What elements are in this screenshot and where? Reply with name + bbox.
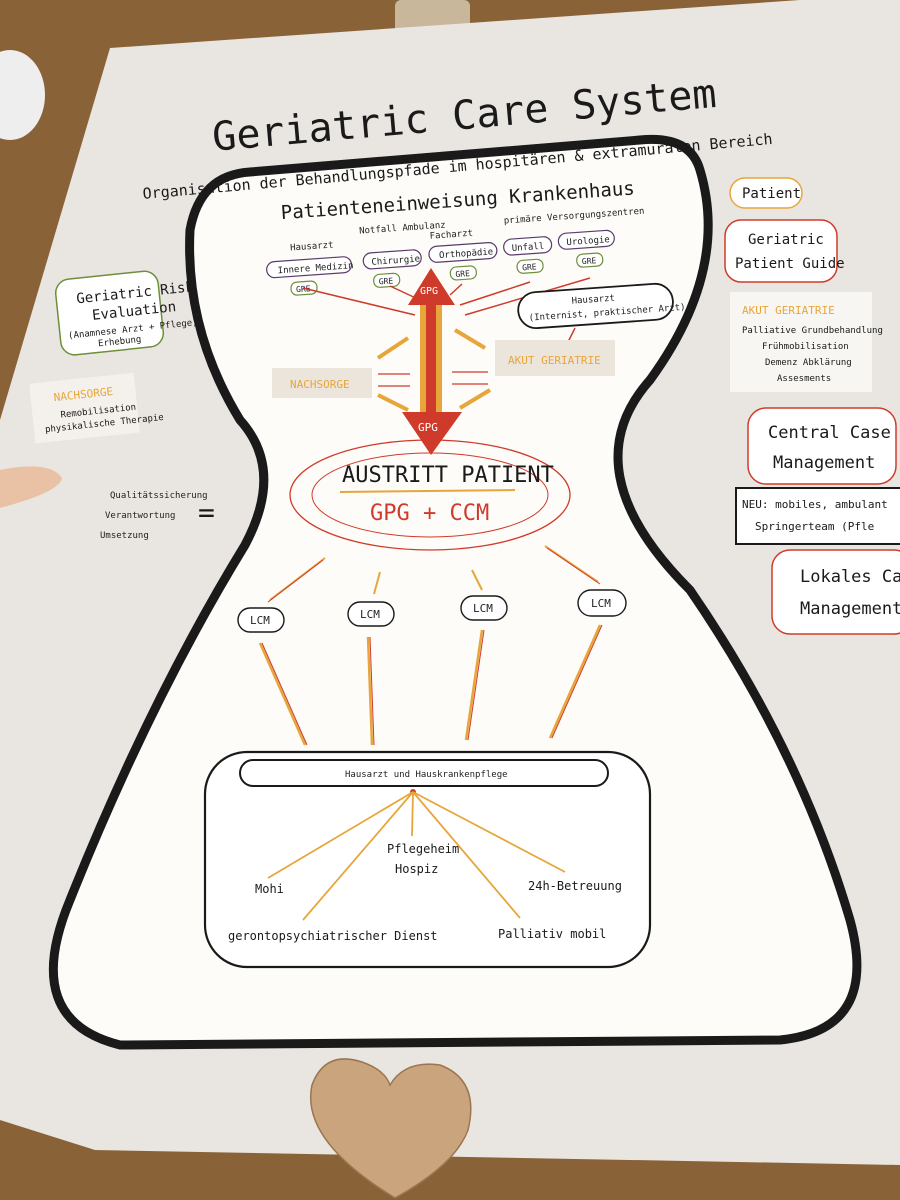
network-24h: 24h-Betreuung	[528, 879, 622, 893]
gpg-panel	[724, 219, 838, 283]
gpg-top-label: GPG	[420, 286, 438, 297]
gre-label-4: GRE	[522, 262, 537, 272]
gpg-double-arrow: GPG GPG	[402, 268, 462, 455]
akut-item-4: Assesments	[777, 374, 831, 384]
yellow-arrows	[376, 328, 492, 412]
neu-line-2: Springerteam (Pfle	[755, 520, 874, 533]
lcm-pills: LCM LCM LCM LCM	[237, 589, 627, 633]
quality-line-1: Qualitätssicherung	[110, 491, 208, 501]
network-gerontopsych: gerontopsychiatrischer Dienst	[228, 929, 438, 943]
exit-ellipse-inner	[311, 452, 549, 538]
lcm-panel	[771, 549, 900, 635]
dept-pill-unfall	[503, 236, 553, 256]
lcm-panel-line-1: Lokales Case	[800, 567, 900, 587]
network-arrows	[267, 791, 566, 921]
lcm-3: LCM	[473, 602, 493, 615]
ccm-line-1: Central Case	[768, 423, 891, 443]
dept-pill-orthopaedie	[428, 242, 498, 263]
hausarzt-box-title: Hausarzt	[571, 294, 615, 307]
gre-label-3: GRE	[455, 269, 470, 279]
exit-subtitle: GPG + CCM	[370, 501, 489, 526]
nachsorge-label: NACHSORGE	[290, 378, 350, 391]
nachsorge-panel-title: NACHSORGE	[53, 385, 114, 404]
exit-ellipse-outer	[289, 439, 571, 551]
saucer	[0, 50, 45, 140]
akut-geriatrie-label: AKUT GERIATRIE	[508, 354, 601, 367]
home-care-box	[203, 750, 652, 969]
lcm-1: LCM	[250, 614, 270, 627]
gre-panel-detail-2: Erhebung	[98, 335, 142, 349]
equals-sign: =	[198, 496, 215, 529]
gre-label-2: GRE	[378, 276, 393, 286]
small-red-arrows	[378, 371, 488, 387]
exit-title: AUSTRITT PATIENT	[342, 463, 554, 488]
quality-line-3: Umsetzung	[100, 531, 149, 541]
akut-item-2: Frühmobilisation	[762, 342, 849, 352]
ccm-line-2: Management	[773, 453, 875, 473]
quality-line-2: Verantwortung	[105, 511, 175, 521]
dept-chirurgie: Chirurgie	[371, 254, 420, 267]
network-hospiz: Hospiz	[395, 862, 438, 876]
gre-panel	[54, 270, 165, 356]
akut-item-3: Demenz Abklärung	[765, 358, 852, 368]
dept-pill-innere	[266, 256, 353, 279]
home-care-label: Hausarzt und Hauskrankenpflege	[345, 770, 508, 780]
patient-label: Patient	[742, 186, 801, 202]
lcm-long-arrows	[258, 624, 603, 746]
gpg-panel-line-1: Geriatric	[748, 232, 824, 248]
exit-underline	[339, 489, 516, 493]
akut-geriatrie-box	[495, 340, 615, 376]
nachsorge-box	[272, 368, 372, 398]
finger	[0, 466, 62, 508]
gre-label-5: GRE	[582, 256, 597, 266]
akut-item-1: Palliative Grundbehandlung	[742, 326, 883, 336]
dept-orthopaedie: Orthopädie	[439, 247, 494, 261]
network-pflegeheim: Pflegeheim	[387, 842, 459, 856]
dept-pill-urologie	[557, 229, 615, 250]
dept-pill-chirurgie	[362, 249, 422, 270]
source-facharzt: Facharzt	[429, 229, 473, 242]
akut-panel-title: AKUT GERIATRIE	[742, 304, 835, 317]
hausarzt-box	[517, 282, 674, 330]
network-mohi: Mohi	[255, 882, 284, 896]
gre-pills: GRE GRE GRE GRE GRE	[290, 252, 604, 296]
home-care-header	[239, 759, 609, 787]
exit-to-lcm-arrows	[267, 545, 601, 603]
ccm-panel	[747, 407, 897, 485]
akut-panel	[730, 292, 872, 392]
dept-unfall: Unfall	[511, 242, 544, 254]
neu-panel	[735, 487, 900, 545]
lcm-2: LCM	[360, 608, 380, 621]
gpg-bottom-label: GPG	[418, 421, 438, 434]
source-hausarzt: Hausarzt	[290, 240, 334, 253]
neu-line-1: NEU: mobiles, ambulant	[742, 498, 888, 511]
gpg-panel-line-2: Patient Guide	[735, 256, 845, 272]
lcm-4: LCM	[591, 597, 611, 610]
patient-pill	[729, 177, 803, 209]
hausarzt-connector	[567, 327, 576, 343]
gre-label-1: GRE	[296, 284, 311, 294]
wooden-heart	[310, 1058, 472, 1199]
network-palliativ: Palliativ mobil	[498, 927, 606, 941]
lcm-panel-line-2: Management	[800, 599, 900, 619]
dept-urologie: Urologie	[566, 235, 610, 248]
nachsorge-panel	[29, 372, 140, 444]
